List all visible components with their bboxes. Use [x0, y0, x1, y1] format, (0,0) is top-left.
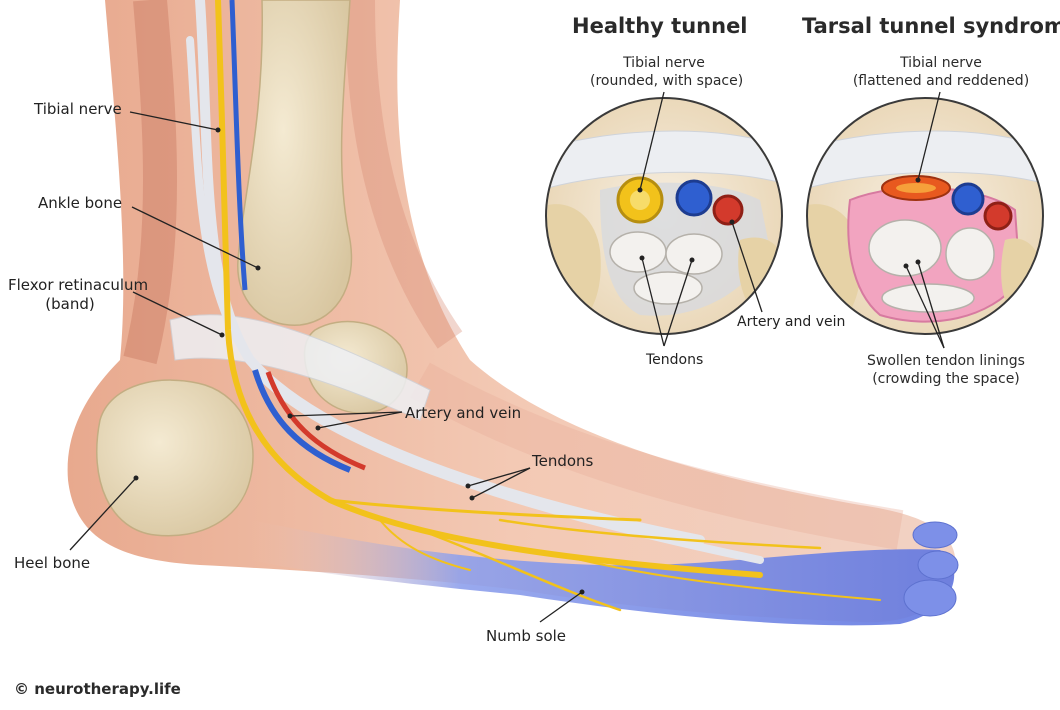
tarsal-nerve-label-line1: Tibial nerve: [900, 55, 982, 71]
swollen-linings-label: Swollen tendon linings (crowding the spa…: [866, 352, 1026, 388]
heel-bone: [96, 379, 254, 537]
tarsal-tunnel-inset: [806, 91, 1044, 349]
credit-watermark: © neurotherapy.life: [14, 680, 181, 698]
numb-sole-region: [250, 520, 955, 626]
healthy-artery-vein-label: Artery and vein: [737, 314, 846, 330]
healthy-nerve-label-line2: (rounded, with space): [590, 73, 744, 89]
tarsal-nerve-label: Tibial nerve (flattened and reddened): [852, 54, 1030, 90]
healthy-tendons-label: Tendons: [646, 352, 704, 368]
tendons-label: Tendons: [532, 452, 594, 470]
swollen-linings-label-line1: Swollen tendon linings: [867, 353, 1025, 369]
tibial-nerve: [215, 0, 881, 612]
artery-vein-label: Artery and vein: [405, 404, 522, 422]
tibial-nerve-label: Tibial nerve: [34, 100, 122, 118]
leader-dots: [133, 127, 585, 595]
ankle-bone-label: Ankle bone: [38, 194, 123, 212]
tarsal-tunnel-title: Tarsal tunnel syndrome: [802, 14, 1060, 38]
healthy-nerve-label: Tibial nerve (rounded, with space): [590, 54, 744, 90]
vessel-vertical-blue: [229, 0, 248, 291]
healthy-tunnel-title: Healthy tunnel: [572, 14, 748, 38]
vein-vessel: [252, 369, 352, 473]
flexor-retinaculum-label-line2: (band): [45, 295, 95, 313]
healthy-nerve-label-line1: Tibial nerve: [623, 55, 705, 71]
swollen-linings-label-line2: (crowding the space): [872, 371, 1020, 387]
tarsal-nerve-label-line2: (flattened and reddened): [852, 73, 1030, 89]
toes: [903, 521, 959, 617]
tibia-bone: [237, 0, 353, 326]
healthy-tunnel-inset: [545, 91, 783, 347]
heel-bone-label: Heel bone: [14, 554, 91, 572]
artery-vessel: [265, 371, 366, 471]
flexor-retinaculum-label-line1: Flexor retinaculum: [8, 276, 149, 294]
numb-sole-label: Numb sole: [486, 627, 567, 645]
leader-lines: [69, 111, 583, 623]
flexor-retinaculum-label: Flexor retinaculum (band): [8, 276, 149, 314]
